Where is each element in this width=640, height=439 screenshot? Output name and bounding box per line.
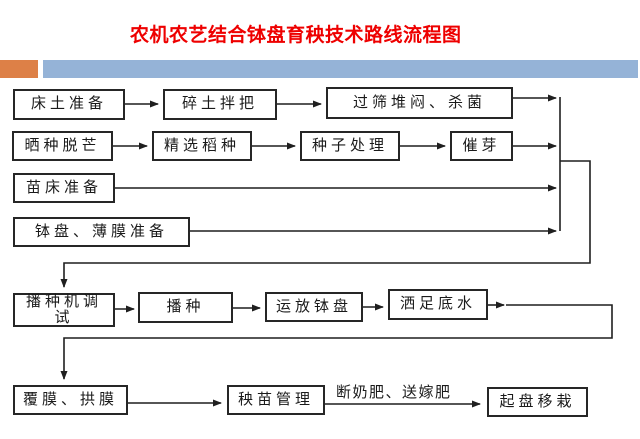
- node-tray-lifting-transplanting: 起盘移栽: [487, 387, 588, 417]
- node-bed-soil-preparation: 床土准备: [13, 89, 125, 120]
- node-base-watering: 洒足底水: [388, 289, 488, 320]
- page-title: 农机农艺结合钵盘育秧技术路线流程图: [130, 25, 462, 46]
- node-sieving-composting-sterilizing: 过筛堆闷、杀菌: [326, 87, 513, 119]
- accent-bar-blue: [43, 60, 638, 78]
- node-seeder-adjustment: 播种机调试: [13, 293, 115, 327]
- node-rice-seed-selection: 精选稻种: [152, 131, 252, 161]
- node-seedling-management: 秧苗管理: [227, 385, 325, 415]
- node-soil-crushing-mixing: 碎土拌把: [163, 89, 277, 120]
- edge-label-fertilizer: 断奶肥、送嫁肥: [336, 385, 452, 401]
- node-tray-film-preparation: 钵盘、薄膜准备: [13, 217, 190, 247]
- node-film-arch-covering: 覆膜、拱膜: [13, 385, 128, 415]
- node-sowing: 播种: [138, 292, 233, 323]
- node-germination: 催芽: [450, 131, 513, 161]
- accent-bar-orange: [0, 60, 38, 78]
- node-seedbed-preparation: 苗床准备: [13, 173, 115, 203]
- node-seed-drying-awn-removal: 晒种脱芒: [12, 131, 113, 161]
- node-seed-treatment: 种子处理: [300, 131, 400, 161]
- node-tray-placement: 运放钵盘: [265, 292, 363, 322]
